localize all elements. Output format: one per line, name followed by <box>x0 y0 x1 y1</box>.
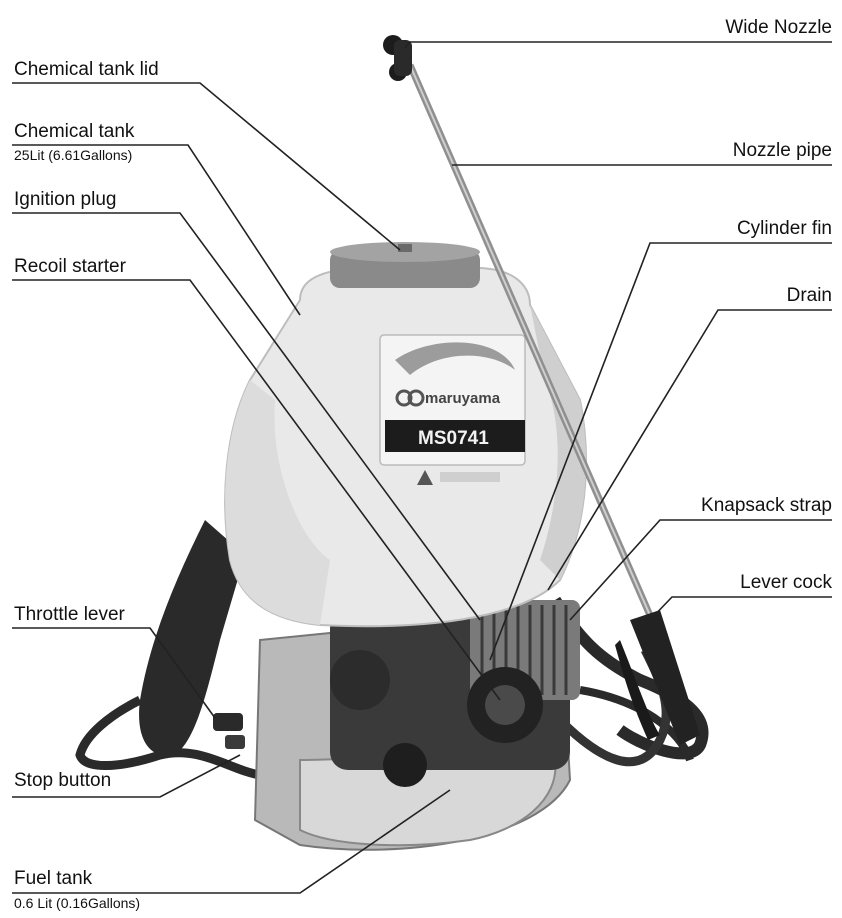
leader-throttle-lever <box>12 627 216 719</box>
chemical-tank-lid <box>330 242 480 288</box>
leader-cylinder-fin <box>489 242 832 661</box>
label-ignition-plug: Ignition plug <box>14 189 117 210</box>
leader-ignition-plug <box>12 212 481 621</box>
leader-recoil-starter <box>12 279 501 701</box>
engine-block <box>330 600 580 787</box>
throttle-lever-shape <box>213 713 245 749</box>
label-throttle-lever: Throttle lever <box>14 604 125 625</box>
leader-fuel-tank <box>12 789 451 894</box>
lever-cock-handle <box>615 610 700 745</box>
label-stop-button: Stop button <box>14 770 112 791</box>
label-nozzle-pipe: Nozzle pipe <box>732 140 832 161</box>
label-chemical-tank-lid: Chemical tank lid <box>14 59 159 80</box>
label-chemical-tank: Chemical tank <box>14 121 135 142</box>
label-knapsack-strap: Knapsack strap <box>701 495 832 516</box>
label-cylinder-fin: Cylinder fin <box>736 218 832 239</box>
model-text: MS0741 <box>418 428 489 449</box>
label-recoil-starter: Recoil starter <box>14 256 126 277</box>
label-fuel-tank-capacity: 0.6 Lit (0.16Gallons) <box>14 895 141 911</box>
wide-nozzle <box>383 35 412 81</box>
leader-wide-nozzle <box>404 41 832 49</box>
knapsack-strap-left <box>75 520 261 780</box>
leader-drain <box>547 309 832 591</box>
leader-chemical-tank <box>12 144 301 316</box>
brand-sticker <box>379 334 526 485</box>
leader-chemical-tank-lid <box>12 82 401 251</box>
leader-lever-cock <box>647 596 832 623</box>
leader-lines <box>12 41 832 894</box>
label-lever-cock: Lever cock <box>740 572 832 593</box>
label-wide-nozzle: Wide Nozzle <box>725 17 832 38</box>
nozzle-pipe <box>406 63 656 622</box>
label-chemical-tank-capacity: 25Lit (6.61Gallons) <box>14 147 133 163</box>
label-fuel-tank: Fuel tank <box>14 868 93 889</box>
label-drain: Drain <box>786 285 832 306</box>
leader-stop-button <box>12 754 241 798</box>
brand-text: maruyama <box>425 390 501 407</box>
leader-knapsack-strap <box>569 519 832 621</box>
knapsack-strap-right <box>549 596 709 762</box>
